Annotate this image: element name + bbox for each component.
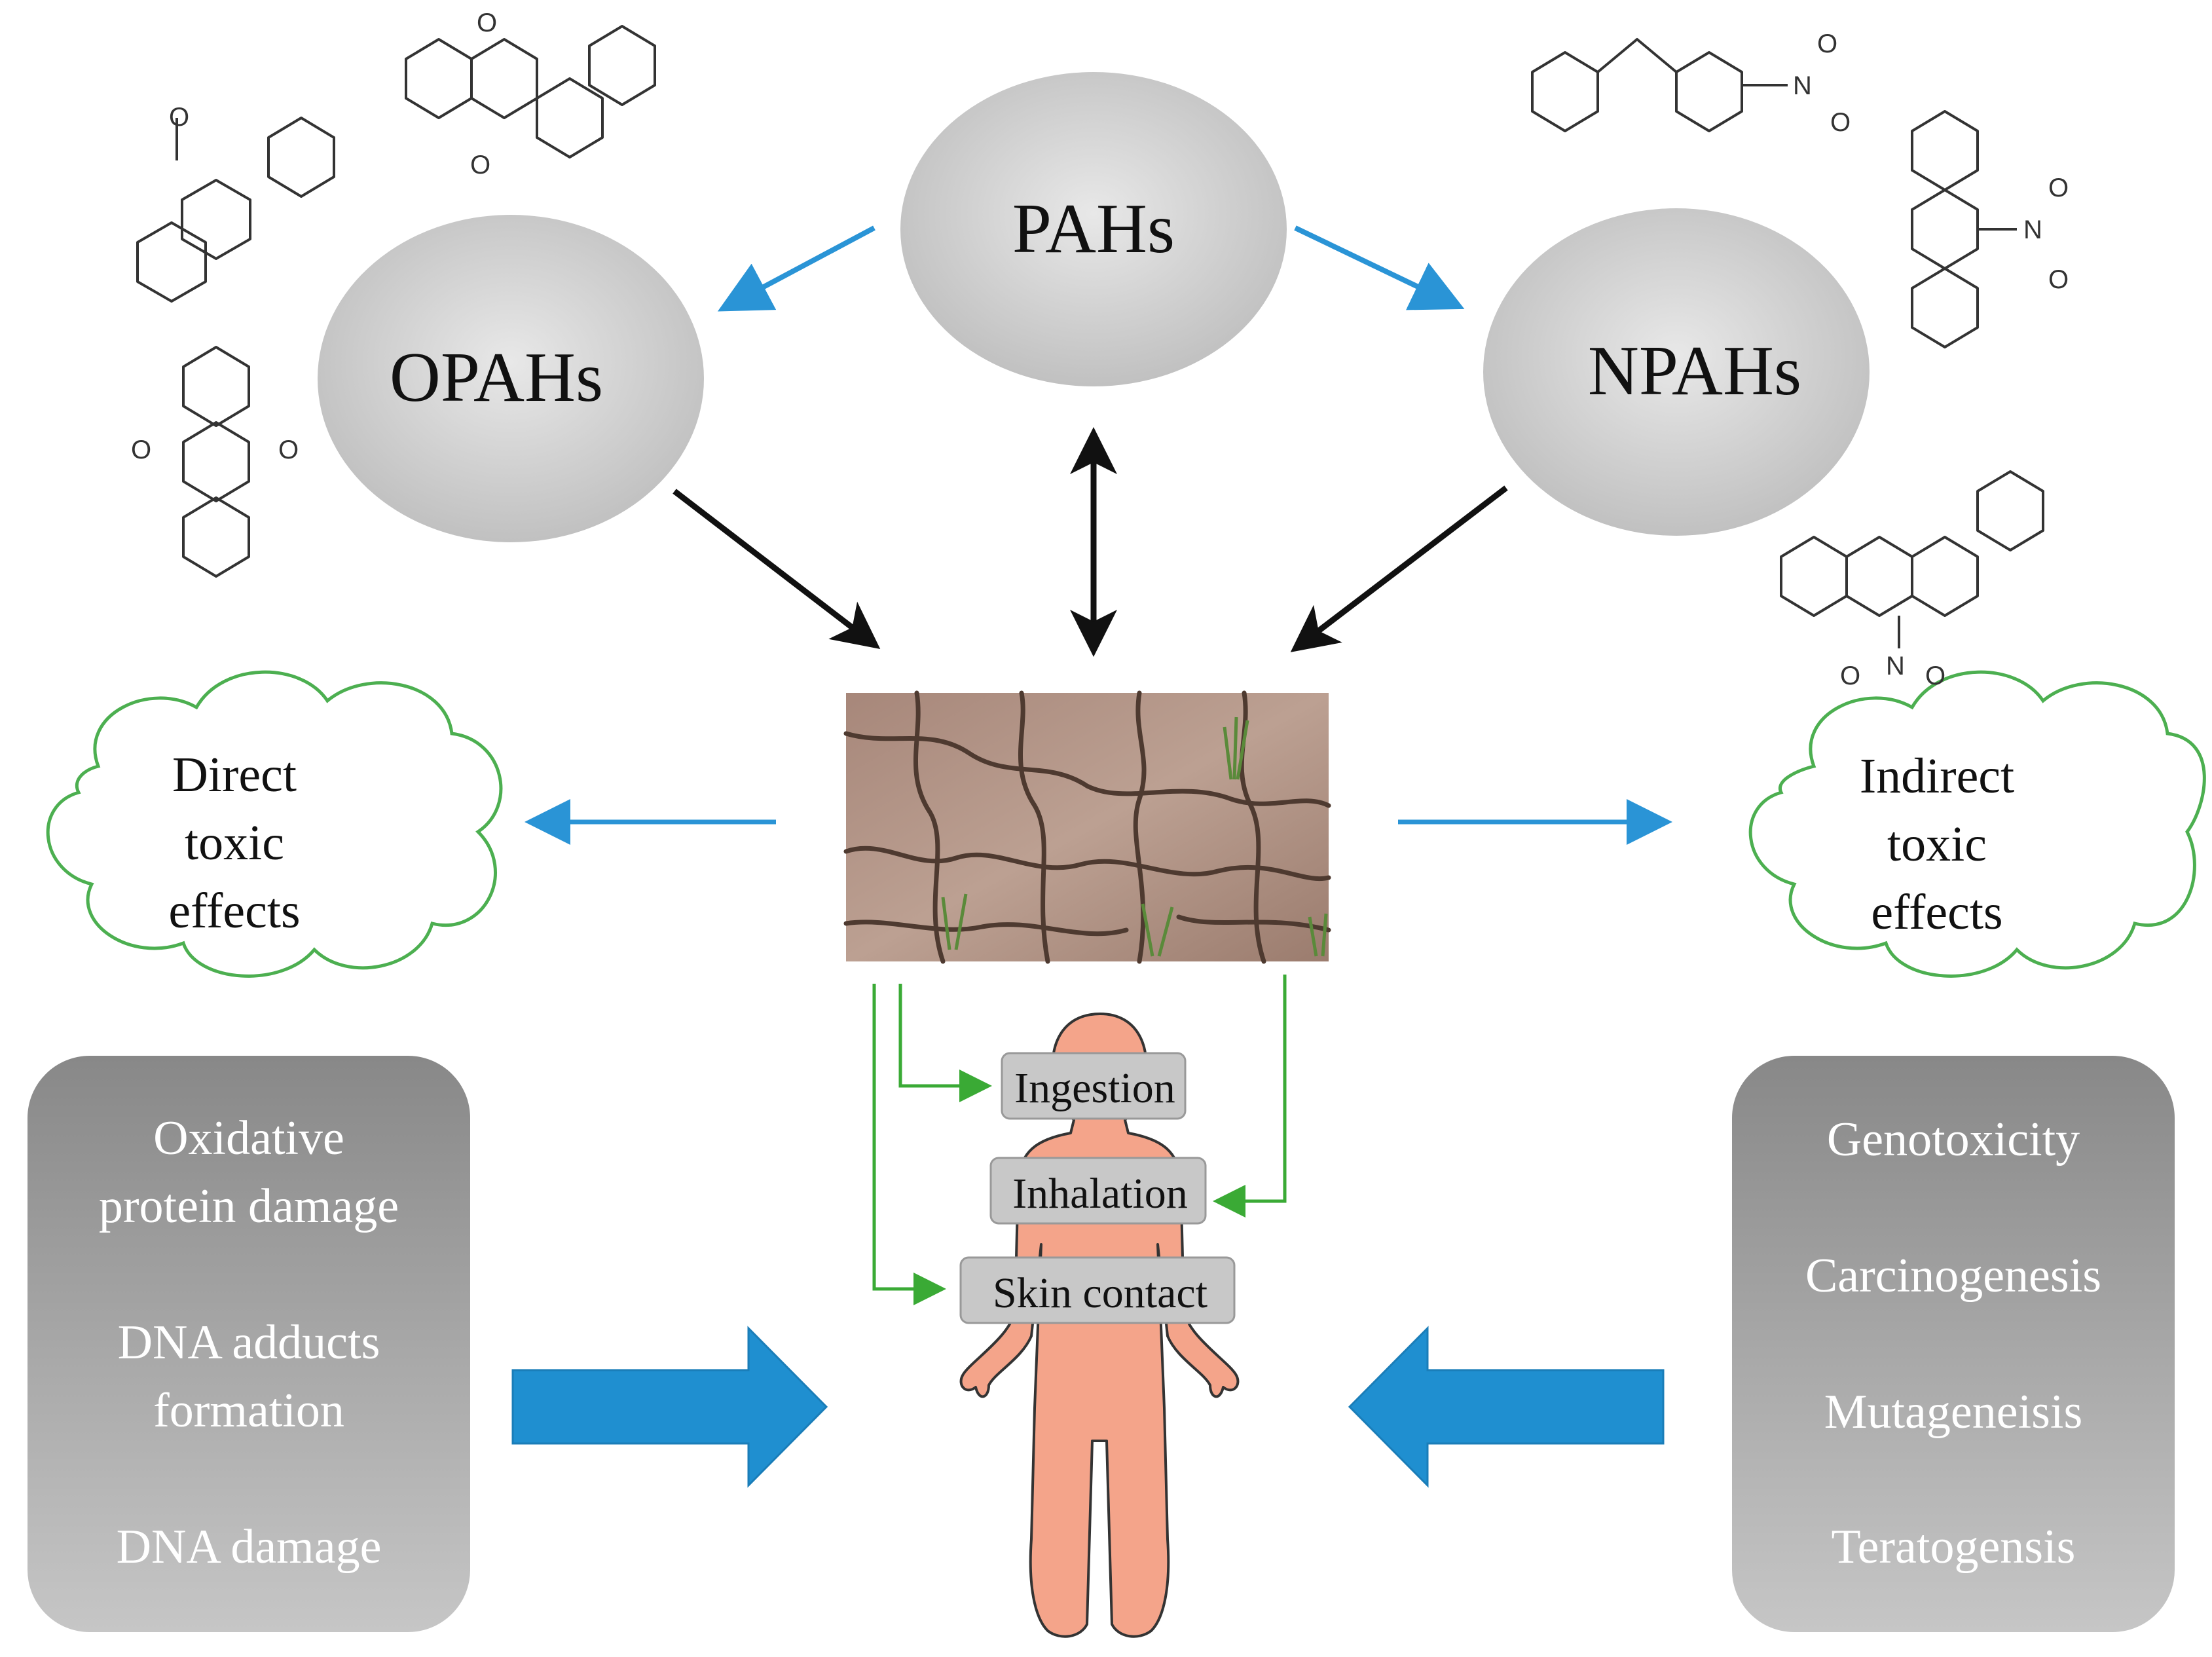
- ingestion-label: Ingestion: [1014, 1064, 1175, 1112]
- nitrobenzanthracene-structure: N O O: [1780, 470, 2044, 690]
- left-box-line-3: DNA adducts: [118, 1316, 380, 1369]
- left-box-line-5: DNA damage: [117, 1520, 382, 1574]
- atom-o-5: O: [278, 436, 299, 464]
- skin-contact-label: Skin contact: [993, 1269, 1207, 1317]
- arrow-opahs-to-soil: [673, 489, 881, 649]
- indirect-line-2: toxic: [1887, 817, 1987, 872]
- atom-o-10: O: [1840, 661, 1860, 690]
- atom-o-6: O: [1817, 29, 1837, 58]
- pahs-node: PAHs: [900, 72, 1287, 386]
- right-block-arrow: [1348, 1326, 1665, 1488]
- pahs-label: PAHs: [1012, 190, 1175, 268]
- npahs-label: NPAHs: [1588, 332, 1801, 410]
- left-box-line-2: protein damage: [99, 1180, 399, 1233]
- benzanthraquinone-structure: O O: [405, 9, 656, 179]
- indirect-line-1: Indirect: [1860, 749, 2014, 804]
- atom-o-7: O: [1830, 108, 1851, 137]
- atom-o-11: O: [1925, 661, 1945, 690]
- left-block-arrow: [511, 1326, 828, 1488]
- left-box-line-4: formation: [153, 1384, 344, 1438]
- skin-contact-label-box: Skin contact: [959, 1256, 1236, 1324]
- anthraquinone-structure: O O: [131, 346, 299, 578]
- left-box-line-1: Oxidative: [153, 1111, 344, 1165]
- atom-o-3: O: [470, 151, 490, 179]
- inhalation-label-box: Inhalation: [989, 1157, 1207, 1225]
- cracked-soil-image: [843, 690, 1331, 964]
- left-effects-box: Oxidative protein damage DNA adducts for…: [28, 1056, 470, 1632]
- indirect-effects-cloud: Indirect toxic effects: [1748, 670, 2206, 978]
- indirect-line-3: effects: [1871, 885, 2002, 940]
- right-box-line-2: Carcinogenesis: [1805, 1249, 2101, 1303]
- nitroanthracene-structure: N O O: [1911, 110, 2069, 348]
- arrow-npahs-to-soil: [1290, 485, 1508, 652]
- right-effects-box: Genotoxicity Carcinogenesis Mutageneisis…: [1732, 1056, 2175, 1632]
- arrow-pahs-to-npahs: [1294, 225, 1465, 310]
- green-line-skin: [872, 984, 946, 1305]
- atom-n-2: N: [2023, 215, 2042, 244]
- direct-effects-cloud: Direct toxic effects: [46, 670, 503, 978]
- atom-o-8: O: [2048, 174, 2069, 202]
- ingestion-label-box: Ingestion: [1001, 1052, 1187, 1120]
- direct-line-2: toxic: [185, 815, 284, 870]
- fluorenone-structure: O: [136, 103, 335, 303]
- right-box-line-1: Genotoxicity: [1827, 1113, 2080, 1166]
- atom-o-9: O: [2048, 265, 2069, 294]
- right-box-line-3: Mutageneisis: [1824, 1385, 2083, 1439]
- nitrofluorene-structure: N O O: [1531, 29, 1851, 137]
- npahs-node: NPAHs: [1483, 208, 1870, 536]
- green-line-ingestion: [898, 984, 992, 1102]
- arrow-pahs-to-opahs: [717, 225, 876, 312]
- opahs-node: OPAHs: [318, 215, 704, 542]
- direct-line-3: effects: [168, 884, 300, 939]
- right-box-line-4: Teratogensis: [1832, 1520, 2076, 1574]
- atom-o-1: O: [169, 103, 189, 132]
- opahs-label: OPAHs: [390, 339, 603, 417]
- atom-o-2: O: [477, 9, 497, 37]
- atom-n-1: N: [1793, 71, 1812, 100]
- atom-o-4: O: [131, 436, 151, 464]
- inhalation-label: Inhalation: [1012, 1170, 1188, 1218]
- green-line-inhalation: [1213, 975, 1287, 1218]
- atom-n-3: N: [1886, 652, 1905, 680]
- direct-line-1: Direct: [172, 747, 297, 802]
